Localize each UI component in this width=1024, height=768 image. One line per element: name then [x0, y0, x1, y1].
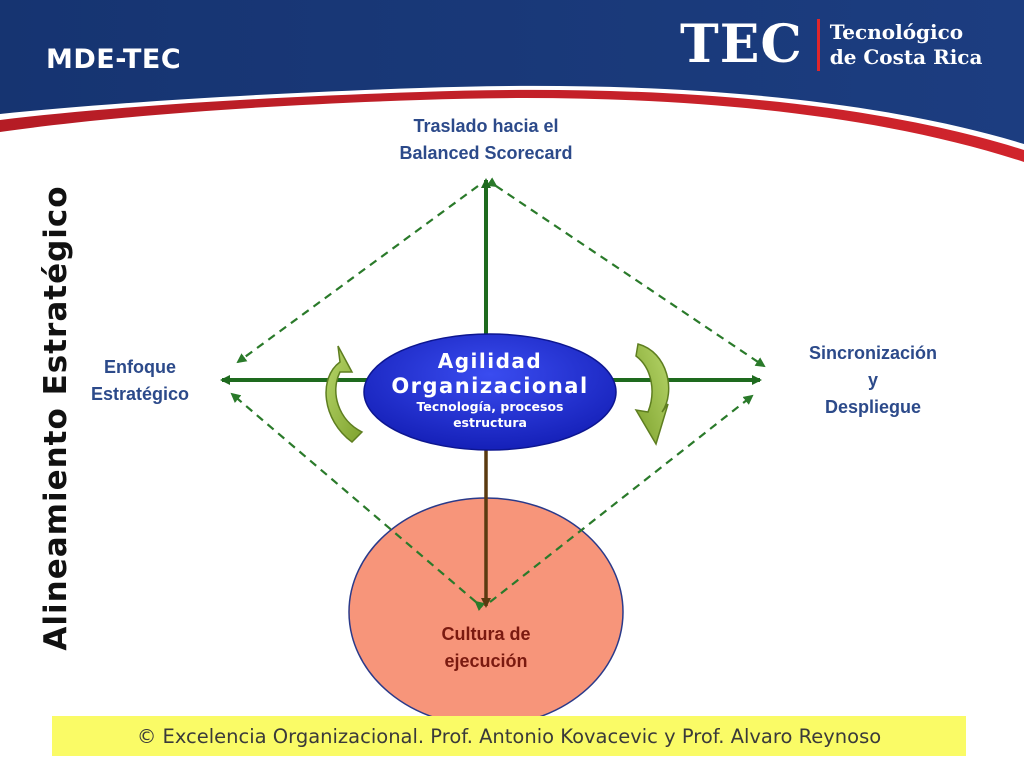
dashed-arrow-top-left: [236, 185, 479, 364]
logo-line-2: de Costa Rica: [829, 45, 983, 69]
center-line-4: estructura: [453, 415, 527, 430]
center-oval-text: Agilidad Organizacional Tecnología, proc…: [385, 348, 595, 431]
center-line-1: Agilidad: [437, 349, 543, 373]
dashed-arrow-top-right: [486, 177, 766, 368]
center-line-3: Tecnología, procesos: [416, 399, 564, 414]
center-oval: [363, 333, 617, 451]
top-label: Traslado hacia el Balanced Scorecard: [356, 113, 616, 167]
right-label-line-1: Sincronización: [808, 343, 938, 363]
logo-divider: [816, 19, 820, 71]
bottom-label-line-1: Cultura de: [441, 624, 531, 644]
logo-line-1: Tecnológico: [829, 20, 964, 44]
bottom-label-line-2: ejecución: [444, 651, 528, 671]
logo-mark: TEC: [680, 14, 803, 75]
dashed-arrow-bottom-left: [230, 392, 486, 611]
right-label-line-3: Despliegue: [824, 397, 922, 417]
footer-copyright: © Excelencia Organizacional. Prof. Anton…: [52, 716, 966, 756]
right-label-line-2: y: [867, 370, 878, 390]
top-label-line-2: Balanced Scorecard: [399, 143, 573, 163]
tec-logo: TEC Tecnológico de Costa Rica: [680, 10, 982, 80]
slide-title: MDE-TEC: [46, 44, 182, 75]
left-label: Enfoque Estratégico: [70, 354, 210, 408]
top-label-line-1: Traslado hacia el: [413, 116, 559, 136]
rotation-arrow-right-icon: [634, 343, 670, 446]
rotation-arrow-left-icon: [325, 345, 364, 443]
bottom-label: Cultura de ejecución: [396, 621, 576, 675]
right-label: Sincronización y Despliegue: [782, 340, 964, 421]
center-line-2: Organizacional: [391, 374, 589, 398]
header-band: [0, 0, 1024, 162]
left-label-line-2: Estratégico: [90, 384, 190, 404]
logo-text: Tecnológico de Costa Rica: [830, 20, 983, 70]
left-label-line-1: Enfoque: [104, 357, 176, 377]
